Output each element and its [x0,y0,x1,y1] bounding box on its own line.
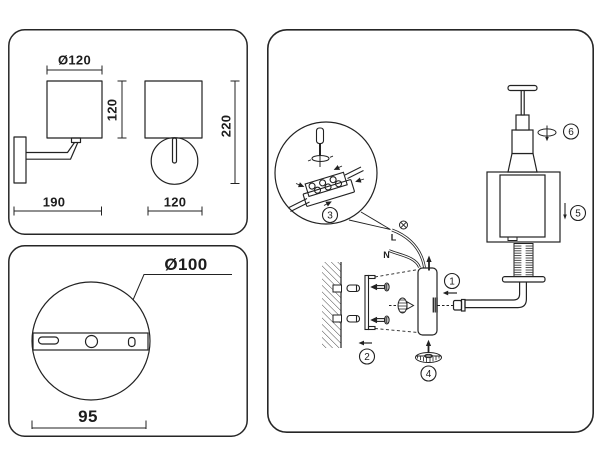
finial-rod [507,84,538,173]
step-2-label: 2 [364,352,370,363]
rotation-washer-icon [307,154,334,163]
dimension-line [31,420,147,429]
dimensions-panel: Ø120 120 220 190 120 [8,29,248,235]
dimension-lines [13,65,240,216]
terminal-wires [287,166,364,212]
canopy-drawing [31,274,232,429]
wall-section [322,262,342,348]
mounting-screw [370,315,390,325]
detail-leader-lines [348,211,391,230]
supply-wires [388,228,426,269]
thumbscrew-icon [397,297,415,314]
terminal-detail-circle [274,121,391,230]
dim-shade-width: 120 [164,195,187,210]
rotate-icon [537,125,557,142]
arrow-up-top [426,255,432,271]
leader-line [132,274,232,301]
wall-hatch [322,262,341,348]
arrow-down-shade [563,203,567,220]
mount-slot [37,336,60,345]
center-hole [84,334,99,349]
step-3-badge [321,206,339,224]
insert-arrows [295,164,365,207]
step-2-marker [358,340,376,365]
step-4-label: 4 [426,369,432,380]
arm-socket [432,297,438,313]
wall-plug [346,314,361,323]
installation-panel: 3 [267,29,594,433]
ground-screw-icon [399,220,408,230]
front-view-drawing [144,80,203,185]
terminal-block [302,171,355,207]
wire-live-label: L [391,233,397,243]
step-6-badge [562,123,580,140]
step-1-label: 1 [449,277,455,288]
step-4-badge [420,365,437,382]
dim-shade-diameter: Ø120 [58,53,91,68]
arrow-up-bottom [425,339,432,352]
step-5-label: 5 [575,209,581,220]
wall-plug [346,284,361,293]
wire-neutral-label: N [383,250,390,260]
dim-shade-height: 120 [105,99,120,122]
step-6-label: 6 [568,127,574,138]
side-view-drawing [13,80,103,184]
drill-hole [332,314,342,323]
knurled-nut-icon [415,352,442,363]
mounting-screw [370,282,390,292]
dim-fixture-height: 220 [219,115,234,138]
side-hole [127,336,136,348]
drill-hole [332,284,342,293]
projection-lines [374,269,419,333]
dim-canopy-diameter: Ø100 [164,255,207,274]
step-1-marker [442,272,461,296]
step-3-label: 3 [327,211,333,222]
socket-spring [513,243,534,277]
step-5-badge [569,204,587,222]
dim-fixture-depth: 190 [43,195,66,210]
canopy-panel: Ø100 95 [8,245,248,437]
dim-hole-spacing: 95 [78,407,98,426]
